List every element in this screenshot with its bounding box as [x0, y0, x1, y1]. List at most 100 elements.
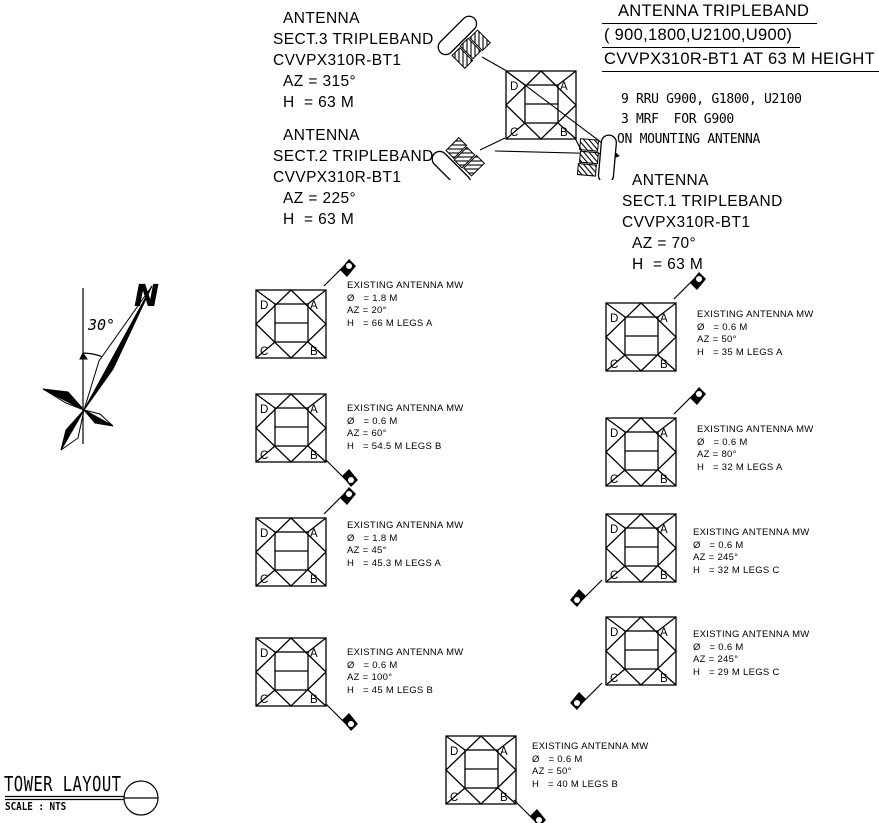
mw-azimuth: AZ = 50°	[697, 334, 737, 345]
drawing-title: ANTENNA TRIPLEBAND ( 900,1800,U2100,U900…	[602, 2, 879, 74]
mw-name: EXISTING ANTENNA MW	[693, 629, 810, 640]
sect2-line: CVVPX310R-BT1	[273, 169, 402, 186]
mw-name: EXISTING ANTENNA MW	[532, 741, 649, 752]
mw-azimuth: AZ = 80°	[697, 449, 737, 460]
sect3-line: SECT.3 TRIPLEBAND	[273, 31, 434, 48]
mw-antenna-label: EXISTING ANTENNA MW Ø = 0.6 M AZ = 60° H…	[347, 403, 464, 453]
mw-height: H = 35 M LEGS A	[697, 346, 783, 358]
mw-height: H = 54.5 M LEGS B	[347, 440, 442, 452]
tower-section-diagram: D A C B	[605, 417, 677, 487]
note-line: 9 RRU G900, G1800, U2100	[621, 92, 802, 107]
mw-antenna-label: EXISTING ANTENNA MW Ø = 0.6 M AZ = 245° …	[693, 527, 810, 577]
corner-label-a: A	[660, 524, 668, 536]
mw-name: EXISTING ANTENNA MW	[697, 424, 814, 435]
corner-label-d: D	[260, 404, 268, 416]
tower-section-diagram: D A C B	[445, 735, 517, 805]
corner-label-c: C	[610, 673, 618, 685]
tower-section-diagram: D A C B	[255, 393, 327, 463]
microwave-dish-icon	[325, 459, 358, 487]
corner-label-a: A	[500, 746, 508, 758]
corner-label-b: B	[310, 574, 318, 586]
corner-label-b: B	[660, 673, 668, 685]
corner-label-b: B	[560, 127, 568, 139]
corner-label-d: D	[610, 428, 618, 440]
mw-antenna-label: EXISTING ANTENNA MW Ø = 0.6 M AZ = 50° H…	[532, 741, 649, 791]
mw-antenna-label: EXISTING ANTENNA MW Ø = 0.6 M AZ = 80° H…	[697, 424, 814, 474]
corner-label-c: C	[260, 450, 268, 462]
sect1-line: H = 63 M	[632, 256, 704, 273]
mw-antenna-label: EXISTING ANTENNA MW Ø = 0.6 M AZ = 100° …	[347, 647, 464, 697]
mw-height: H = 32 M LEGS A	[697, 461, 783, 473]
triband-cluster-sect1	[576, 132, 618, 180]
microwave-dish-icon	[673, 272, 706, 300]
sect3-line: ANTENNA	[283, 10, 360, 27]
mw-height: H = 32 M LEGS C	[693, 564, 780, 576]
mw-name: EXISTING ANTENNA MW	[347, 520, 464, 531]
corner-label-c: C	[260, 346, 268, 358]
mw-diameter: Ø = 0.6 M	[693, 641, 744, 653]
microwave-dish-icon	[570, 579, 603, 607]
drawing-name: TOWER LAYOUT	[4, 772, 122, 796]
antenna-sect3-note: ANTENNA SECT.3 TRIPLEBAND CVVPX310R-BT1 …	[273, 8, 434, 113]
corner-label-a: A	[560, 81, 568, 93]
note-line: 3 MRF FOR G900	[621, 112, 734, 127]
mw-diameter: Ø = 1.8 M	[347, 292, 398, 304]
corner-label-c: C	[260, 694, 268, 706]
microwave-dish-icon	[513, 799, 546, 823]
corner-label-c: C	[610, 570, 618, 582]
mw-height: H = 29 M LEGS C	[693, 666, 780, 678]
title-line-3: CVVPX310R-BT1 AT 63 M HEIGHT	[602, 50, 879, 72]
title-line-2: ( 900,1800,U2100,U900)	[602, 26, 801, 48]
tower-section-diagram: D A C B	[605, 302, 677, 372]
antenna-sect1-note: ANTENNA SECT.1 TRIPLEBAND CVVPX310R-BT1 …	[622, 170, 783, 275]
compass-north-label: N	[134, 279, 159, 314]
mw-antenna-label: EXISTING ANTENNA MW Ø = 1.8 M AZ = 45° H…	[347, 520, 464, 570]
antenna-sect2-note: ANTENNA SECT.2 TRIPLEBAND CVVPX310R-BT1 …	[273, 125, 434, 230]
corner-label-d: D	[450, 746, 458, 758]
corner-label-c: C	[450, 792, 458, 804]
sect2-line: H = 63 M	[283, 211, 355, 228]
triband-cluster-sect2	[430, 132, 490, 180]
mw-azimuth: AZ = 20°	[347, 305, 387, 316]
corner-label-b: B	[660, 474, 668, 486]
mw-azimuth: AZ = 60°	[347, 428, 387, 439]
mw-name: EXISTING ANTENNA MW	[697, 309, 814, 320]
mw-height: H = 45.3 M LEGS A	[347, 557, 442, 569]
corner-label-b: B	[310, 346, 318, 358]
corner-label-a: A	[660, 627, 668, 639]
sect2-line: ANTENNA	[283, 127, 360, 144]
scale-note: SCALE : NTS	[5, 801, 67, 813]
corner-label-a: A	[660, 313, 668, 325]
corner-label-b: B	[500, 792, 508, 804]
north-arrow-compass: 30° N	[42, 279, 159, 451]
mw-height: H = 66 M LEGS A	[347, 317, 433, 329]
tower-section-diagram: D A C B	[605, 616, 677, 686]
tower-section-diagram: D A C B	[255, 289, 327, 359]
corner-label-a: A	[660, 428, 668, 440]
tower-section-diagram: D A C B	[255, 637, 327, 707]
sect2-line: SECT.2 TRIPLEBAND	[273, 148, 434, 165]
corner-label-b: B	[660, 359, 668, 371]
corner-label-d: D	[610, 524, 618, 536]
mw-diameter: Ø = 0.6 M	[347, 415, 398, 427]
corner-label-a: A	[310, 404, 318, 416]
triband-cluster-sect3	[434, 12, 496, 74]
mw-height: H = 40 M LEGS B	[532, 778, 619, 790]
mw-height: H = 45 M LEGS B	[347, 684, 434, 696]
title-underline	[5, 780, 159, 816]
compass-angle-label: 30°	[87, 316, 115, 334]
tower-section-diagram: D A C B	[605, 513, 677, 583]
mw-diameter: Ø = 0.6 M	[693, 539, 744, 551]
mw-azimuth: AZ = 50°	[532, 766, 572, 777]
sect1-line: SECT.1 TRIPLEBAND	[622, 193, 783, 210]
mw-azimuth: AZ = 245°	[693, 654, 739, 665]
corner-label-d: D	[510, 81, 518, 93]
equipment-notes: 9 RRU G900, G1800, U2100 3 MRF FOR G900 …	[617, 90, 802, 150]
mw-name: EXISTING ANTENNA MW	[347, 280, 464, 291]
corner-label-a: A	[310, 648, 318, 660]
corner-label-d: D	[260, 648, 268, 660]
corner-label-d: D	[260, 300, 268, 312]
corner-label-a: A	[310, 528, 318, 540]
sect1-line: AZ = 70°	[632, 235, 697, 252]
microwave-dish-icon	[323, 259, 356, 287]
